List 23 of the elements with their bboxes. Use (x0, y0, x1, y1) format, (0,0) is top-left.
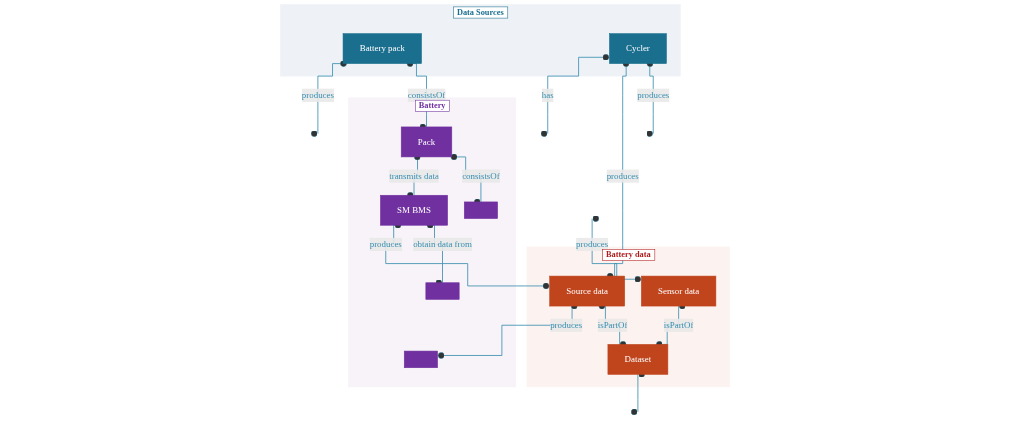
edge-label: produces (606, 171, 639, 181)
node-box: Sensor data (641, 275, 717, 307)
edge-label: produces (369, 239, 402, 249)
edge-label: isPartOf (663, 320, 694, 330)
node-box (425, 282, 460, 300)
node-box: Source data (549, 275, 625, 307)
node-box: SM BMS (380, 194, 448, 226)
edge-label: obtain data from (413, 239, 472, 249)
edge-label: isPartOf (597, 320, 628, 330)
edge-label: has (541, 90, 554, 100)
node-box (464, 201, 498, 219)
node-box: Battery pack (342, 33, 422, 64)
edge-label: produces (637, 90, 670, 100)
edge-label: produces (550, 320, 583, 330)
edge-label: transmits data (389, 171, 439, 181)
node-box: Cycler (609, 33, 667, 64)
edge-label: consistsOf (462, 171, 500, 181)
edge-label: produces (301, 90, 334, 100)
node-box: Dataset (607, 344, 669, 375)
node-box (403, 350, 438, 368)
node-box: Pack (400, 126, 453, 158)
edge-label: consistsOf (407, 90, 446, 100)
edge-label: produces (576, 239, 609, 249)
